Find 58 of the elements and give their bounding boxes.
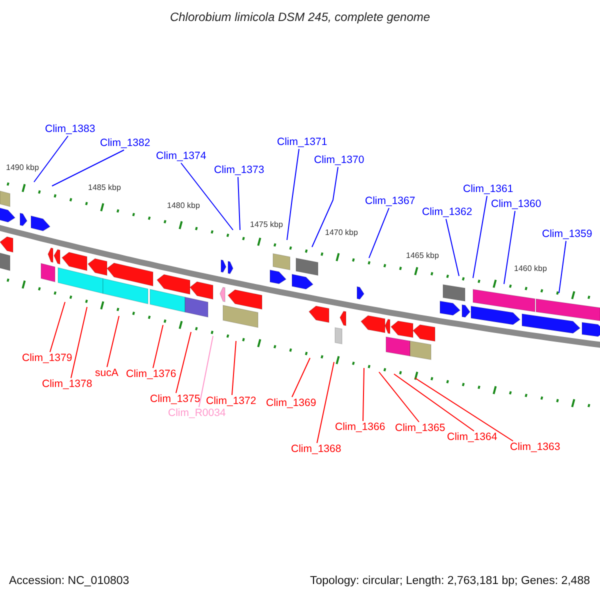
scale-label: 1465 kbp bbox=[406, 250, 439, 262]
gene-label: Clim_1378 bbox=[42, 378, 92, 390]
gene-label: Clim_1382 bbox=[100, 137, 150, 149]
scale-label: 1485 kbp bbox=[88, 182, 121, 194]
gene-label: Clim_R0034 bbox=[168, 407, 226, 419]
gene-label: Clim_1369 bbox=[266, 397, 316, 409]
leader-line bbox=[316, 362, 334, 444]
accession-text: Accession: NC_010803 bbox=[9, 575, 130, 587]
leader-line bbox=[446, 218, 460, 276]
leader-line bbox=[558, 240, 566, 294]
leader-line bbox=[180, 162, 234, 230]
leader-line bbox=[106, 316, 120, 368]
scale-label: 1475 kbp bbox=[250, 219, 283, 231]
leader-line bbox=[378, 372, 420, 422]
gene-label: Clim_1375 bbox=[150, 393, 200, 405]
leader-line bbox=[286, 148, 300, 240]
leader-line bbox=[312, 166, 338, 248]
leader-line bbox=[362, 368, 364, 422]
leader-line bbox=[414, 378, 514, 442]
scale-label: 1480 kbp bbox=[167, 200, 200, 212]
gene-label: Clim_1372 bbox=[206, 395, 256, 407]
gene-label: Clim_1361 bbox=[463, 183, 514, 195]
leader-line bbox=[50, 302, 66, 352]
leader-line bbox=[238, 176, 240, 230]
leader-line bbox=[52, 150, 124, 186]
gene-label: Clim_1383 bbox=[45, 123, 96, 135]
leader-line bbox=[70, 306, 88, 378]
gene-label: Clim_1370 bbox=[314, 154, 364, 166]
gene-label: Clim_1376 bbox=[126, 368, 176, 380]
gene-label: Clim_1374 bbox=[156, 150, 206, 162]
gene-label: Clim_1366 bbox=[335, 421, 386, 433]
leader-line bbox=[394, 374, 474, 432]
leader-line bbox=[368, 208, 390, 258]
gene-label: Clim_1362 bbox=[422, 206, 472, 218]
gene-label: Clim_1365 bbox=[395, 422, 446, 434]
gene-label: Clim_1364 bbox=[447, 431, 498, 443]
gene-label: Clim_1373 bbox=[214, 164, 264, 176]
scale-label: 1470 kbp bbox=[325, 227, 358, 239]
leader-line bbox=[152, 324, 164, 368]
leader-line bbox=[504, 210, 516, 284]
gene-label: Clim_1368 bbox=[291, 443, 342, 455]
gene-label: Clim_1359 bbox=[542, 228, 592, 240]
gene-label: sucA bbox=[95, 367, 118, 379]
leader-line bbox=[34, 136, 68, 182]
title: Chlorobium limicola DSM 245, complete genome bbox=[168, 11, 432, 23]
gene-label: Clim_1379 bbox=[22, 352, 72, 364]
scale-label: 1460 kbp bbox=[514, 263, 547, 275]
genome-info-text: Topology: circular; Length: 2,763,181 bp; Genes: 2,488 bbox=[310, 575, 590, 587]
leader-line bbox=[472, 196, 488, 278]
leader-line bbox=[176, 332, 192, 394]
leader-line bbox=[198, 336, 214, 408]
gene-label: Clim_1371 bbox=[277, 136, 328, 148]
leader-line bbox=[292, 358, 310, 398]
leader-line bbox=[232, 340, 236, 396]
gene-label: Clim_1363 bbox=[510, 441, 560, 453]
scale-label: 1490 kbp bbox=[6, 162, 39, 174]
gene-label: Clim_1367 bbox=[365, 195, 416, 207]
gene-label: Clim_1360 bbox=[491, 198, 542, 210]
